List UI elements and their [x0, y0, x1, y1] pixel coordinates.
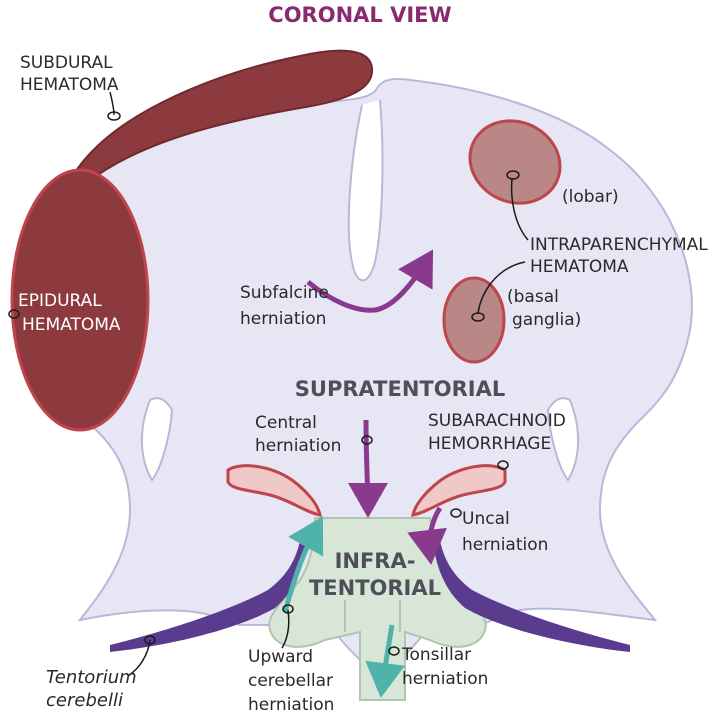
basal-pointer	[477, 261, 526, 315]
label-basal-2: ganglia)	[512, 310, 581, 330]
epidural-hematoma	[10, 168, 150, 432]
epidural-pointer-end	[8, 309, 20, 319]
label-tonsillar-1: Tonsillar	[401, 645, 471, 665]
label-tonsillar-2: herniation	[402, 669, 488, 689]
label-epidural-2: HEMATOMA	[22, 315, 121, 335]
label-upward-2: cerebellar	[248, 671, 333, 691]
label-tentorium-1: Tentorium	[46, 667, 137, 688]
subarachnoid-pointer-end	[497, 460, 509, 470]
basal-pointer-end	[471, 312, 485, 322]
label-uncal-1: Uncal	[462, 509, 510, 529]
uncal-herniation-arrow	[407, 506, 447, 565]
label-infra-1: INFRA-	[335, 549, 416, 573]
subdural-pointer	[109, 91, 115, 116]
left-uncus	[226, 464, 322, 517]
tonsillar-herniation-arrow	[365, 624, 405, 698]
tentorium-left	[110, 530, 308, 652]
right-temporal-notch	[546, 397, 579, 482]
label-infra-2: TENTORIAL	[309, 576, 441, 600]
label-upward-3: herniation	[248, 695, 334, 715]
label-supratentorial: SUPRATENTORIAL	[295, 377, 505, 401]
lobar-pointer	[510, 177, 529, 241]
label-tentorium-2: cerebelli	[46, 690, 123, 711]
label-central-1: Central	[255, 413, 317, 433]
label-intraparenchymal-2: HEMATOMA	[530, 257, 629, 277]
falx-fissure	[347, 99, 384, 282]
label-subdural-1: SUBDURAL	[20, 53, 113, 73]
brain-outline	[32, 78, 693, 661]
label-subarachnoid-1: SUBARACHNOID	[428, 411, 566, 431]
subfalcine-arrow	[306, 249, 434, 313]
tentorium-right	[432, 530, 630, 652]
label-basal-1: (basal	[507, 287, 559, 307]
tentorium-pointer-end	[144, 635, 156, 645]
label-subfalcine-1: Subfalcine	[240, 283, 329, 303]
label-subdural-2: HEMATOMA	[20, 75, 119, 95]
tonsillar-pointer-end	[388, 646, 400, 656]
lobar-pointer-end	[506, 170, 520, 180]
label-uncal-2: herniation	[462, 535, 548, 555]
label-central-2: herniation	[255, 436, 341, 456]
label-subarachnoid-2: HEMORRHAGE	[428, 434, 551, 454]
diagram-title: CORONAL VIEW	[268, 3, 451, 27]
right-uncus	[411, 464, 507, 517]
label-subfalcine-2: herniation	[240, 309, 326, 329]
central-herniation-arrow	[347, 419, 388, 518]
left-temporal-notch	[141, 397, 174, 482]
upward-pointer-end	[282, 604, 294, 614]
upward-herniation-arrow	[282, 516, 324, 613]
label-upward-1: Upward	[248, 647, 313, 667]
label-epidural-1: EPIDURAL	[18, 291, 102, 311]
central-pointer-end	[361, 435, 373, 445]
lobar-hematoma	[468, 119, 562, 205]
label-lobar: (lobar)	[562, 187, 619, 207]
uncal-pointer-end	[450, 508, 462, 518]
subdural-pointer-end	[107, 111, 121, 121]
label-intraparenchymal-1: INTRAPARENCHYMAL	[530, 235, 708, 255]
